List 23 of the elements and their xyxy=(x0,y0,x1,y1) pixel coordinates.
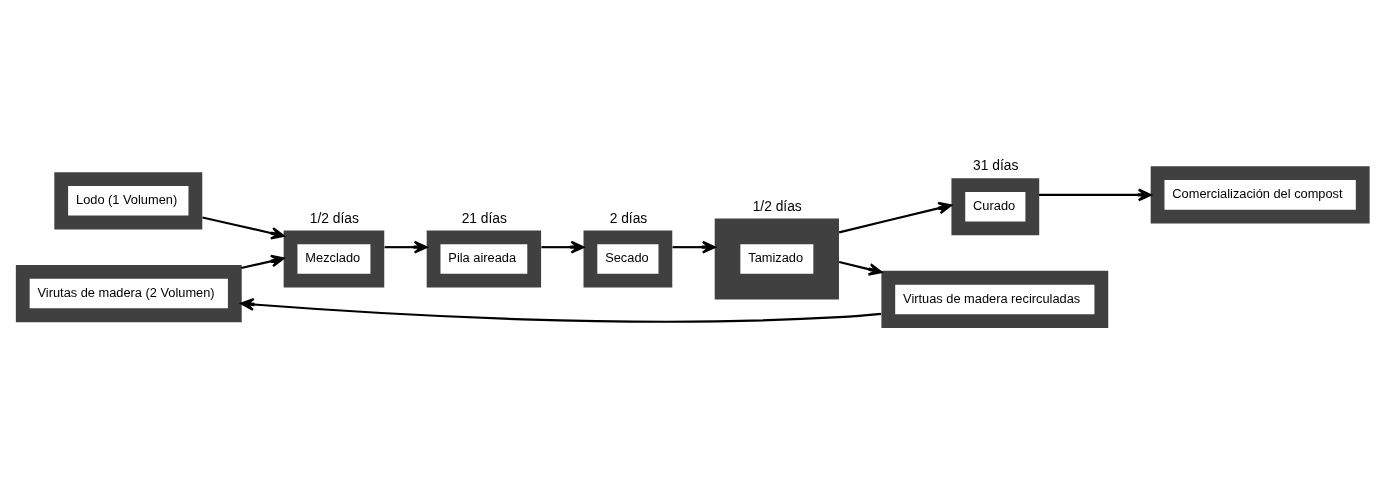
arrow xyxy=(1039,188,1152,201)
arrow xyxy=(838,201,952,233)
arrow xyxy=(240,297,882,323)
node-label: 1/2 días xyxy=(752,198,802,214)
node-label: 2 días xyxy=(609,210,648,226)
arrow xyxy=(672,240,716,254)
node-label: 31 días xyxy=(973,157,1019,173)
node-box: Tamizado xyxy=(714,218,839,299)
arrow xyxy=(202,215,285,240)
arrow xyxy=(241,254,285,269)
node-box: Comercialización del compost xyxy=(1150,165,1370,223)
node-box: Secado xyxy=(583,229,673,288)
arrow xyxy=(384,240,428,254)
node-box: Lodo (1 Volumen) xyxy=(54,171,203,229)
node-label: 1/2 días xyxy=(309,210,359,226)
node-box: Mezclado xyxy=(283,229,385,288)
node-label: 21 días xyxy=(461,210,507,226)
arrow xyxy=(838,260,883,276)
node-box: Pila aireada xyxy=(426,229,542,288)
node-box: Curado xyxy=(951,177,1040,235)
arrow xyxy=(541,240,585,254)
node-box: Virtuas de madera recirculadas xyxy=(881,270,1109,328)
node-box: Virutas de madera (2 Volumen) xyxy=(15,264,242,322)
